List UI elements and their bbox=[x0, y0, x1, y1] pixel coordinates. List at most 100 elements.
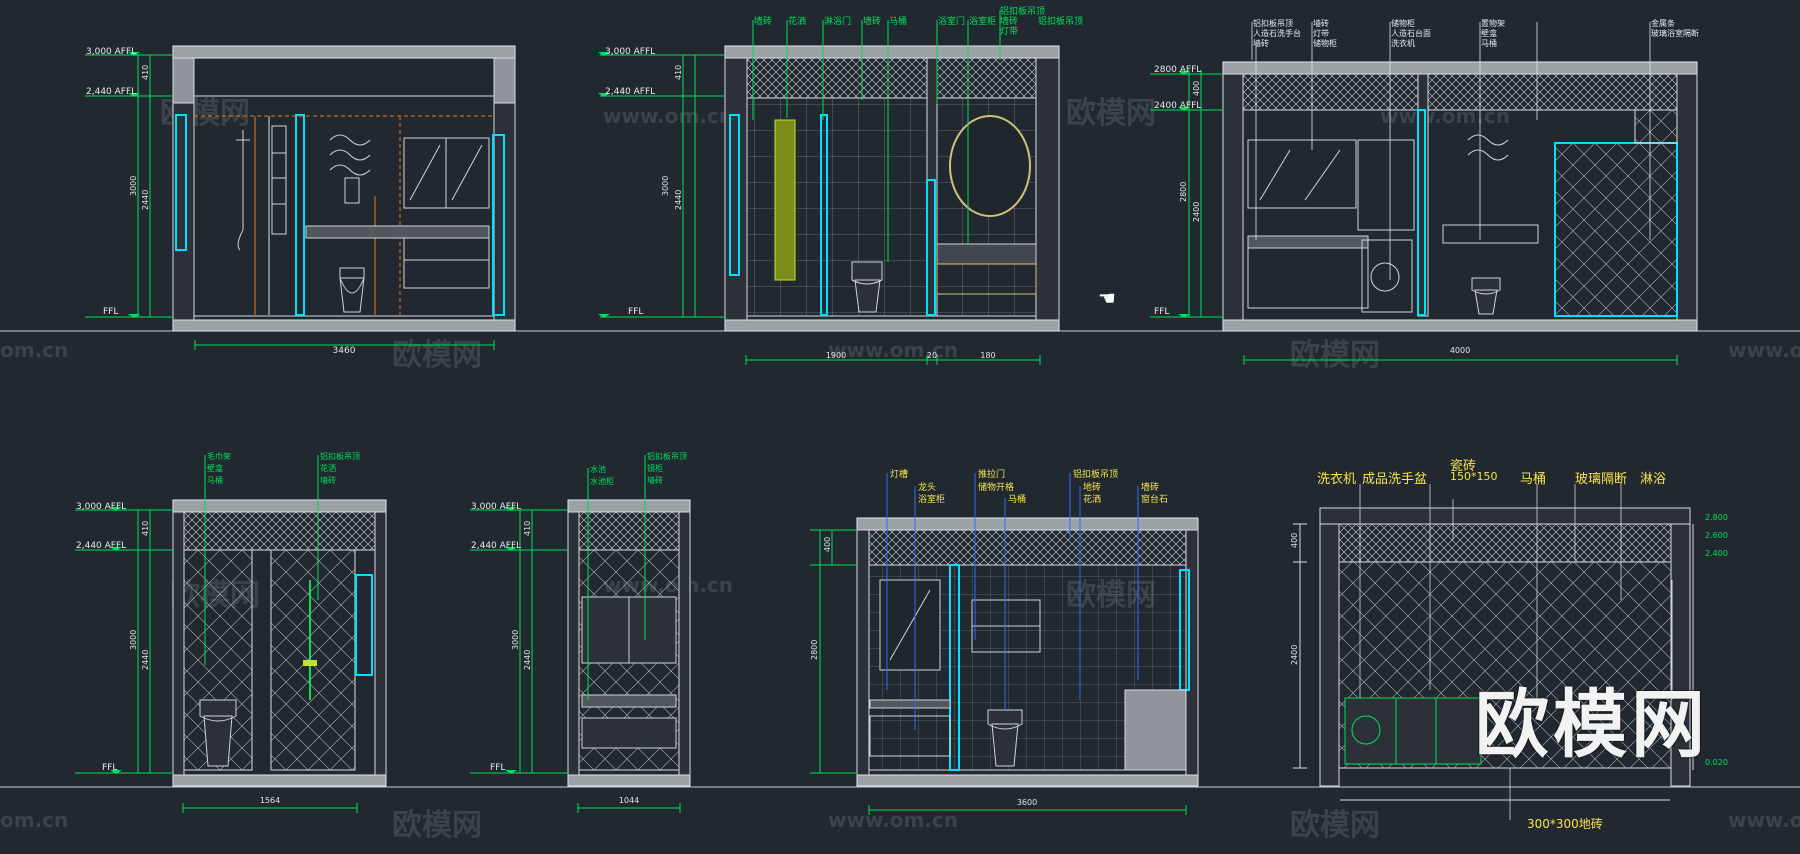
label-v3: 金属条 bbox=[1651, 18, 1675, 28]
label-v3: 人造石台面 bbox=[1391, 28, 1431, 38]
label-basin: 成品洗手盆 bbox=[1362, 472, 1428, 487]
dim-width-v3: 4000 bbox=[1450, 346, 1470, 355]
dim-w3-v2: 180 bbox=[980, 351, 995, 360]
label-v5: 水池 bbox=[590, 464, 606, 474]
label-v4: 壁龛 bbox=[207, 463, 223, 473]
dim-height: 3000 bbox=[661, 176, 670, 196]
dim-width-v1: 3460 bbox=[333, 346, 356, 356]
label-v6: 马桶 bbox=[1008, 493, 1026, 505]
dim-width-v4: 1564 bbox=[260, 796, 280, 805]
label-v6: 龙头 bbox=[918, 481, 936, 493]
level-v7: 2.400 bbox=[1705, 549, 1728, 558]
dim-top: 400 bbox=[823, 537, 832, 552]
label-v5: 水池柜 bbox=[590, 476, 614, 486]
label-v4: 花洒 bbox=[320, 463, 336, 473]
dim-ceiling: 2400 bbox=[1192, 202, 1201, 222]
level-mark-ceiling: 2,440 AFFL bbox=[471, 541, 521, 551]
label-v3: 储物柜 bbox=[1391, 18, 1415, 28]
dim-height: 2800 bbox=[1179, 182, 1188, 202]
dim-ceiling: 2440 bbox=[674, 190, 683, 210]
label-v6: 墙砖 bbox=[1141, 481, 1159, 493]
dim-top: 410 bbox=[141, 65, 150, 80]
label-v3: 铝扣板吊顶 bbox=[1253, 18, 1293, 28]
label-v6: 花洒 bbox=[1083, 493, 1101, 505]
label-tile: 瓷砖 bbox=[1450, 459, 1477, 474]
label-shower: 淋浴 bbox=[1640, 472, 1667, 487]
level-mark-top: 3,000 AFFL bbox=[86, 47, 136, 57]
dim-height: 3000 bbox=[129, 176, 138, 196]
level-mark-top: 3,000 AFFL bbox=[605, 47, 655, 57]
label-v2: 铝扣板吊顶 bbox=[1038, 15, 1083, 27]
level-mark-floor: FFL bbox=[628, 307, 643, 317]
dim-height: 2800 bbox=[810, 640, 819, 660]
label-v2: 墙砖 bbox=[863, 15, 881, 27]
label-v6: 铝扣板吊顶 bbox=[1073, 468, 1118, 480]
label-v2: 淋浴门 bbox=[824, 15, 851, 27]
label-v3: 壁龛 bbox=[1481, 28, 1497, 38]
level-v7: 0.020 bbox=[1705, 758, 1728, 767]
label-glass-partition: 玻璃隔断 bbox=[1575, 472, 1628, 487]
label-v3: 人造石洗手台 bbox=[1253, 28, 1301, 38]
label-v2: 铝扣板吊顶 bbox=[1000, 5, 1045, 17]
label-v3: 洗衣机 bbox=[1391, 38, 1415, 48]
label-v4: 马桶 bbox=[207, 475, 223, 485]
label-v6: 浴室柜 bbox=[918, 493, 945, 505]
label-v4: 铝扣板吊顶 bbox=[320, 451, 360, 461]
label-v3: 马桶 bbox=[1481, 38, 1497, 48]
dim-top: 400 bbox=[1192, 81, 1201, 96]
label-v6: 窗台石 bbox=[1141, 493, 1168, 505]
level-mark-top: 3,000 AFFL bbox=[471, 502, 521, 512]
label-v6: 灯槽 bbox=[890, 468, 908, 480]
label-floor-tile: 300*300地砖 bbox=[1527, 817, 1603, 831]
dim-height: 3000 bbox=[129, 630, 138, 650]
label-v5: 镜柜 bbox=[647, 463, 663, 473]
label-washing-machine: 洗衣机 bbox=[1317, 472, 1357, 487]
label-v2: 花洒 bbox=[788, 15, 806, 27]
label-v2: 墙砖 bbox=[1000, 15, 1018, 27]
label-v5: 铝扣板吊顶 bbox=[647, 451, 687, 461]
label-v6: 推拉门 bbox=[978, 468, 1005, 480]
elevation-view-6: 3600 2800 400 灯槽 龙头 浴室柜 推拉门 储物开格 马桶 铝扣板吊… bbox=[810, 468, 1199, 815]
label-v3: 置物架 bbox=[1481, 18, 1505, 28]
level-v7: 2.800 bbox=[1705, 513, 1728, 522]
label-v3: 灯带 bbox=[1313, 28, 1329, 38]
dim-width-v5: 1044 bbox=[619, 796, 639, 805]
label-v4: 墙砖 bbox=[320, 475, 336, 485]
dim-top: 400 bbox=[1290, 533, 1299, 548]
level-v7: 2.600 bbox=[1705, 531, 1728, 540]
elevation-view-4: 1564 3,000 AFFL 2,440 AFFL FFL 3000 2440… bbox=[75, 451, 387, 813]
label-tile-size: 150*150 bbox=[1450, 470, 1498, 483]
label-v4: 毛巾架 bbox=[207, 451, 231, 461]
level-mark-floor: FFL bbox=[1154, 307, 1169, 317]
elevation-view-1: 3460 3,000 AFFL 2,440 AFFL FFL 410 3000 … bbox=[85, 45, 516, 356]
dim-width-v6: 3600 bbox=[1017, 798, 1037, 807]
dim-height: 3000 bbox=[511, 630, 520, 650]
dim-ceiling: 2440 bbox=[523, 650, 532, 670]
label-v5: 墙砖 bbox=[647, 475, 663, 485]
dim-height: 2400 bbox=[1290, 645, 1299, 665]
label-toilet: 马桶 bbox=[1520, 472, 1547, 487]
dim-ceiling: 2440 bbox=[141, 650, 150, 670]
level-mark-floor: FFL bbox=[103, 307, 118, 317]
label-v3: 墙砖 bbox=[1313, 18, 1329, 28]
level-mark-ceiling: 2400 AFFL bbox=[1154, 101, 1201, 111]
label-v6: 储物开格 bbox=[978, 481, 1014, 493]
dim-top: 410 bbox=[674, 65, 683, 80]
label-v2: 灯带 bbox=[1000, 26, 1018, 37]
level-mark-top: 3,000 AFFL bbox=[76, 502, 126, 512]
dim-w2-v2: 20 bbox=[927, 351, 937, 360]
label-v6: 地砖 bbox=[1083, 481, 1101, 493]
level-mark-ceiling: 2,440 AFFL bbox=[605, 87, 655, 97]
dim-ceiling: 2440 bbox=[141, 190, 150, 210]
elevation-view-7: 2400 400 2.800 2.600 2.400 0.020 bbox=[1290, 484, 1728, 820]
label-v2: 墙砖 bbox=[754, 15, 772, 27]
dim-w1-v2: 1900 bbox=[826, 351, 846, 360]
level-mark-ceiling: 2,440 AFFL bbox=[76, 541, 126, 551]
label-v3: 墙砖 bbox=[1253, 38, 1269, 48]
label-v2: 浴室门 bbox=[938, 15, 965, 27]
elevation-view-5: 1044 3,000 AFFL 2,440 AFFL FFL 3000 2440… bbox=[470, 451, 691, 813]
label-v3: 玻璃浴室隔断 bbox=[1651, 28, 1699, 38]
label-v3: 储物柜 bbox=[1313, 38, 1337, 48]
elevation-view-3: 4000 2800 AFFL 2400 AFFL FFL 2800 2400 4… bbox=[1150, 18, 1699, 365]
